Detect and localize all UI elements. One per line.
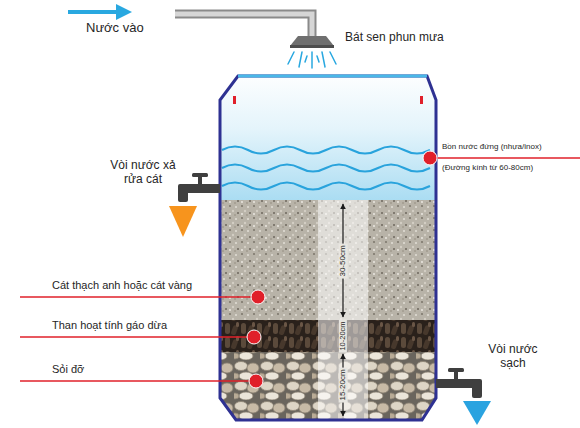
tank-contents <box>215 70 440 422</box>
tank-size-label: (Đường kính từ 60-80cm) <box>442 163 533 173</box>
layer-label: Cát thạch anh hoặc cát vàng <box>52 279 192 292</box>
layer-label: Than hoạt tính gáo dừa <box>52 319 167 332</box>
wash-faucet <box>169 173 220 237</box>
leader-lines <box>20 151 580 388</box>
faucet-label: Vòi nước sạch <box>484 342 542 371</box>
inlet-label: Nước vào <box>86 20 144 36</box>
tank-mark <box>420 96 423 104</box>
clean-faucet <box>436 368 491 425</box>
tank-outline <box>220 76 436 420</box>
dimension-label: 15-20cm <box>339 367 348 402</box>
dimension-label: 30-50cm <box>339 243 348 278</box>
shower-label: Bát sen phun mưa <box>345 30 444 44</box>
tank-label: Bồn nước đứng (nhựa/inox) <box>442 142 542 152</box>
inlet-pipe <box>175 14 312 36</box>
dimension-label: 10-20cm <box>339 319 347 352</box>
faucet-label: Vòi nước xả rửa cát <box>108 158 178 187</box>
tank-mark <box>233 96 236 104</box>
tank-top <box>238 75 427 78</box>
shower-head <box>288 36 336 68</box>
layer-label: Sỏi đỡ <box>52 363 84 376</box>
inlet-arrow <box>68 4 132 20</box>
